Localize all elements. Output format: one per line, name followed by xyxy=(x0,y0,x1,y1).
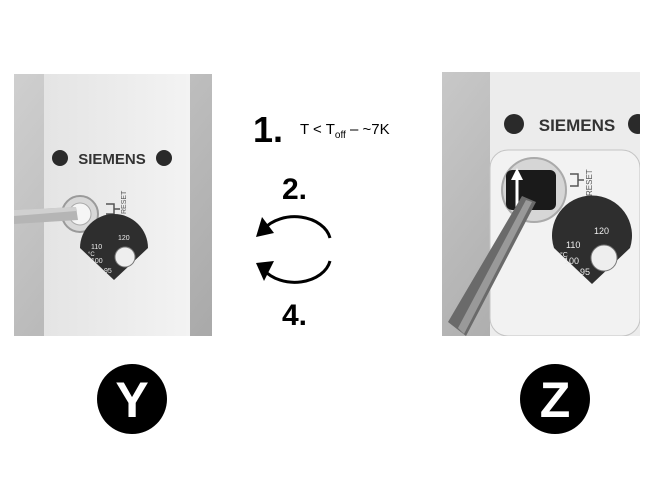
dial-label-110: 110 xyxy=(566,240,580,250)
brand-logo: SIEMENS xyxy=(78,151,146,168)
reset-procedure-steps: 1. T < Toff – ~7K 2. 4. xyxy=(240,105,440,335)
cycle-arrow-upper-icon xyxy=(262,215,332,239)
cycle-arrow-lower-icon xyxy=(262,260,332,284)
step-1-number: 1. xyxy=(253,109,284,150)
reset-label: RESET xyxy=(585,169,594,196)
dial-unit: °C xyxy=(560,251,568,259)
step-2-number: 2. xyxy=(282,173,308,206)
dial-label-120: 120 xyxy=(118,235,130,242)
reset-icon xyxy=(570,173,584,187)
mounting-hole xyxy=(156,150,172,166)
condition-suffix: – ~7K xyxy=(345,121,390,138)
dial-knob[interactable] xyxy=(114,246,136,268)
reset-icon xyxy=(106,203,120,215)
mounting-hole xyxy=(52,150,68,166)
brand-logo: SIEMENS xyxy=(539,116,616,135)
dial-unit: °C xyxy=(88,252,95,258)
mounting-hole xyxy=(504,114,524,134)
dial-label-95: 95 xyxy=(104,268,112,275)
dial-label-95: 95 xyxy=(580,267,590,277)
label-badge-z: Z xyxy=(520,364,590,434)
thermostat-photo-y: SIEMENS RESET 120 110 100 95 °C xyxy=(14,74,212,336)
dial-label-120: 120 xyxy=(594,226,609,236)
label-badge-y: Y xyxy=(97,364,167,434)
dial-label-110: 110 xyxy=(91,244,102,251)
condition-subscript: off xyxy=(334,130,346,141)
condition-prefix: T < T xyxy=(300,121,335,138)
dial-knob[interactable] xyxy=(590,244,618,272)
reset-label: RESET xyxy=(121,190,128,214)
dial-label-100: 100 xyxy=(91,258,103,265)
step-1-condition: T < Toff – ~7K xyxy=(300,121,390,141)
step-4-number: 4. xyxy=(282,299,308,332)
mounting-hole xyxy=(628,114,640,134)
dial-label-100: 100 xyxy=(564,256,579,266)
thermostat-photo-z: SIEMENS RESET 120 110 100 95 °C xyxy=(442,72,640,336)
